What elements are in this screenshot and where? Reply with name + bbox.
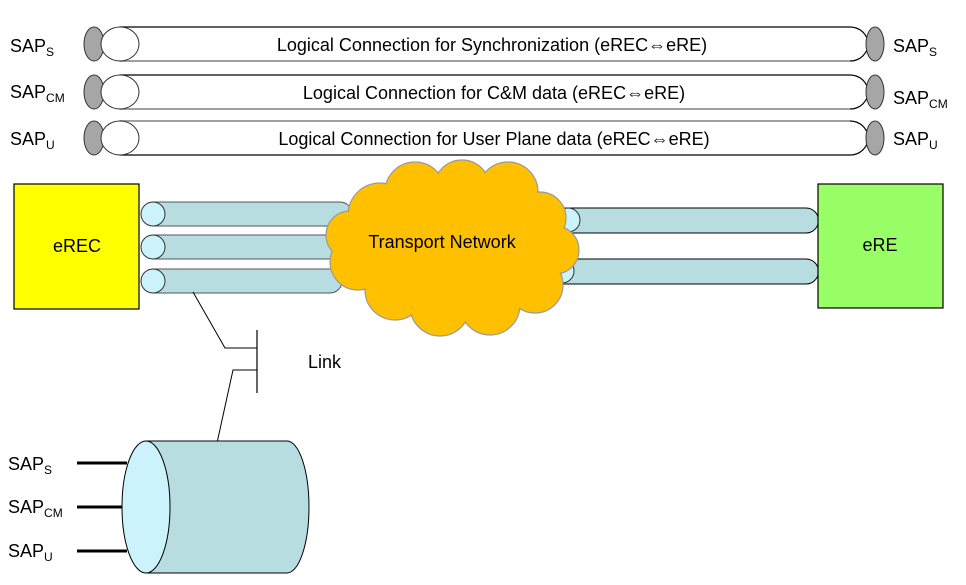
sap-oval-right	[865, 26, 885, 62]
erec-node: eREC	[13, 183, 140, 310]
sap-left-u: SAPU	[10, 129, 55, 152]
link-callout: Link	[192, 291, 342, 444]
pipe-end-left	[100, 26, 140, 62]
tube-end	[140, 268, 166, 294]
logical-connection-label: Logical Connection for Synchronization (…	[277, 35, 707, 55]
logical-connection-label: Logical Connection for C&M data (eREC⇔eR…	[303, 83, 685, 103]
sap-right-u: SAPU	[893, 129, 938, 152]
link-leader-lower	[216, 369, 257, 444]
physical-tube	[562, 207, 819, 234]
sap-right-sync: SAPS	[893, 36, 937, 59]
link-sap-cm: SAPCM	[8, 497, 63, 520]
ere-tubes	[549, 207, 819, 285]
tube-end	[140, 234, 166, 260]
transport-network-label: Transport Network	[368, 232, 516, 252]
erec-label: eREC	[53, 236, 101, 256]
physical-tube	[559, 258, 819, 285]
link-label: Link	[308, 352, 342, 372]
logical-connection-user-plane: SAPU Logical Connection for User Plane d…	[10, 120, 938, 156]
transport-network-cloud: Transport Network	[325, 159, 580, 337]
sap-right-cm: SAPCM	[893, 88, 948, 111]
cloud-fill	[327, 161, 578, 335]
physical-tube	[152, 268, 343, 294]
cylinder-body	[145, 440, 310, 574]
pipe-end-left	[100, 120, 140, 156]
physical-tube	[152, 234, 343, 260]
sap-left-cm: SAPCM	[10, 82, 65, 105]
cylinder-end	[121, 440, 171, 574]
pipe-end-left	[100, 74, 140, 110]
ere-node: eRE	[817, 183, 944, 309]
physical-tube	[152, 201, 353, 227]
ere-box	[817, 183, 944, 309]
link-cylinder: SAPS SAPCM SAPU	[8, 440, 310, 574]
erec-box	[13, 183, 140, 310]
link-leader-upper	[192, 291, 257, 349]
logical-connection-cm: SAPCM Logical Connection for C&M data (e…	[10, 74, 948, 111]
sap-oval-right	[865, 74, 885, 110]
tube-end	[140, 201, 166, 227]
logical-connection-label: Logical Connection for User Plane data (…	[278, 129, 709, 149]
ere-label: eRE	[862, 235, 897, 255]
sap-left-sync: SAPS	[10, 36, 54, 59]
link-sap-u: SAPU	[8, 541, 53, 564]
logical-connection-sync: SAPS Logical Connection for Synchronizat…	[10, 26, 937, 62]
sap-oval-right	[865, 120, 885, 156]
link-sap-s: SAPS	[8, 454, 52, 477]
erec-tubes	[140, 201, 353, 294]
